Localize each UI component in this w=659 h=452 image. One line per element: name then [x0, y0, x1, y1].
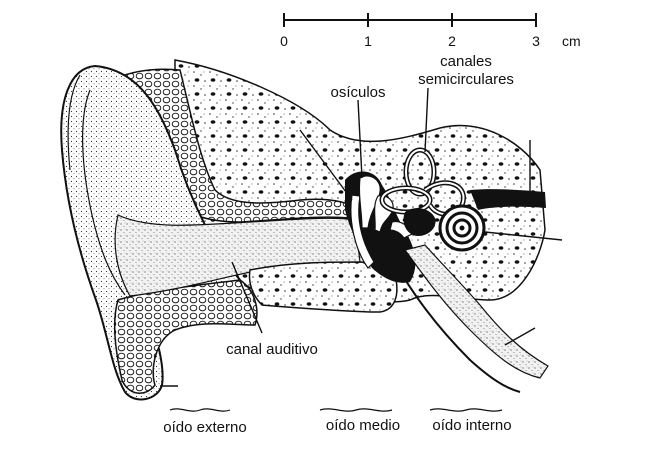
label-oido-interno: oído interno — [432, 417, 511, 434]
nerve-fibers — [479, 195, 545, 204]
scale-label-2: 2 — [448, 33, 456, 49]
scale-label-1: 1 — [364, 33, 372, 49]
eustachian-tube — [403, 244, 549, 379]
label-canales-line1: canales — [440, 53, 492, 70]
bracket-oido-externo — [169, 408, 231, 412]
cochlea — [438, 204, 486, 252]
scale-label-0: 0 — [280, 33, 288, 49]
leader-eardrum — [299, 129, 353, 201]
leader-canal-auditivo — [231, 261, 263, 334]
lower-cartilage-cells — [114, 279, 258, 394]
label-canales-line2: semicirculares — [418, 71, 514, 88]
eardrum — [350, 194, 375, 269]
lower-canal-bone — [248, 261, 398, 313]
ossicle-incus — [374, 195, 394, 233]
ossicle-stapes — [389, 221, 413, 239]
leader-osiculos — [357, 99, 363, 179]
bracket-oido-medio — [319, 408, 393, 412]
vestibule — [403, 208, 436, 236]
label-oido-externo: oído externo — [163, 419, 246, 436]
leader-tube — [504, 327, 536, 346]
auditory-nerve — [470, 189, 546, 210]
scale-bar: 0 1 2 3 cm — [280, 13, 581, 49]
ossicle-malleus — [358, 175, 381, 229]
leader-canales — [424, 87, 429, 153]
label-canal-auditivo: canal auditivo — [226, 341, 318, 358]
label-osiculos: osículos — [330, 84, 385, 101]
tube-outline-lower — [394, 261, 521, 393]
auricle-inner-fold — [82, 89, 126, 296]
label-oido-medio: oído medio — [326, 417, 400, 434]
scale-label-3: 3 — [532, 33, 540, 49]
bracket-oido-interno — [429, 408, 503, 412]
scale-unit-label: cm — [562, 33, 581, 49]
leader-cochlea — [484, 231, 563, 241]
auricle-rim — [67, 74, 81, 171]
region-markers — [169, 408, 503, 412]
